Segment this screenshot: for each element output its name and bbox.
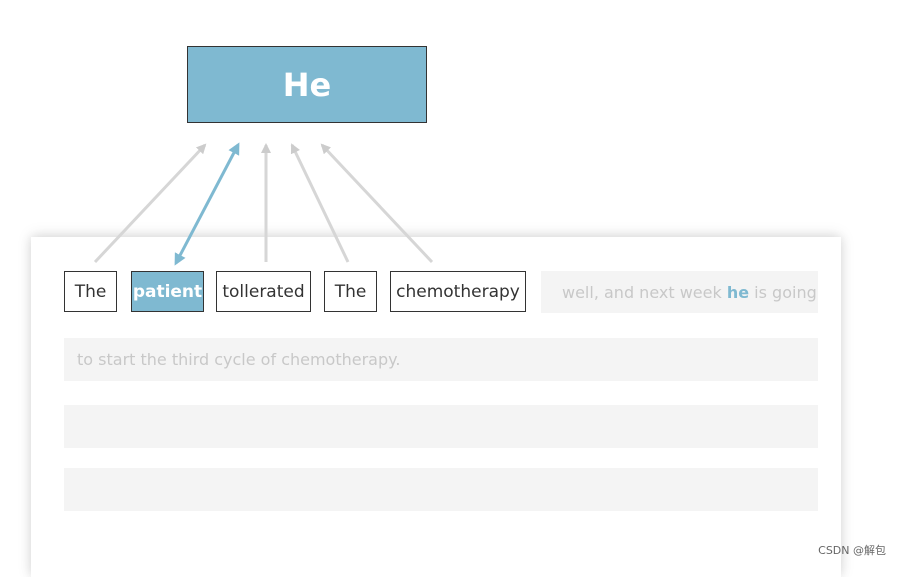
text-line-1: well, and next week he is going [541, 271, 818, 313]
text-line-2: to start the third cycle of chemotherapy… [64, 338, 818, 381]
line1-post-text: is going [749, 282, 817, 302]
token-label: The [334, 281, 367, 302]
token-tollerated: tollerated [216, 271, 311, 312]
token-the-1: The [64, 271, 117, 312]
line1-pre-text: well, and next week [562, 282, 727, 302]
token-the-2: The [324, 271, 377, 312]
watermark: CSDN @解包 [818, 544, 886, 557]
token-patient: patient [131, 271, 204, 312]
line2-text: to start the third cycle of chemotherapy… [77, 350, 401, 369]
line1-highlight: he [726, 282, 750, 302]
head-word-label: He [282, 65, 332, 104]
token-label: patient [132, 281, 203, 302]
token-label: chemotherapy [396, 281, 520, 302]
text-line-3 [64, 405, 818, 448]
token-label: tollerated [222, 281, 305, 302]
head-word-box: He [187, 46, 427, 123]
token-label: The [74, 281, 107, 302]
token-chemotherapy: chemotherapy [390, 271, 526, 312]
arrow-chemotherapy [320, 143, 434, 264]
arrow-the-1 [93, 143, 207, 264]
arrow-the-2 [290, 143, 350, 263]
text-line-4 [64, 468, 818, 511]
arrow-patient [174, 142, 240, 266]
